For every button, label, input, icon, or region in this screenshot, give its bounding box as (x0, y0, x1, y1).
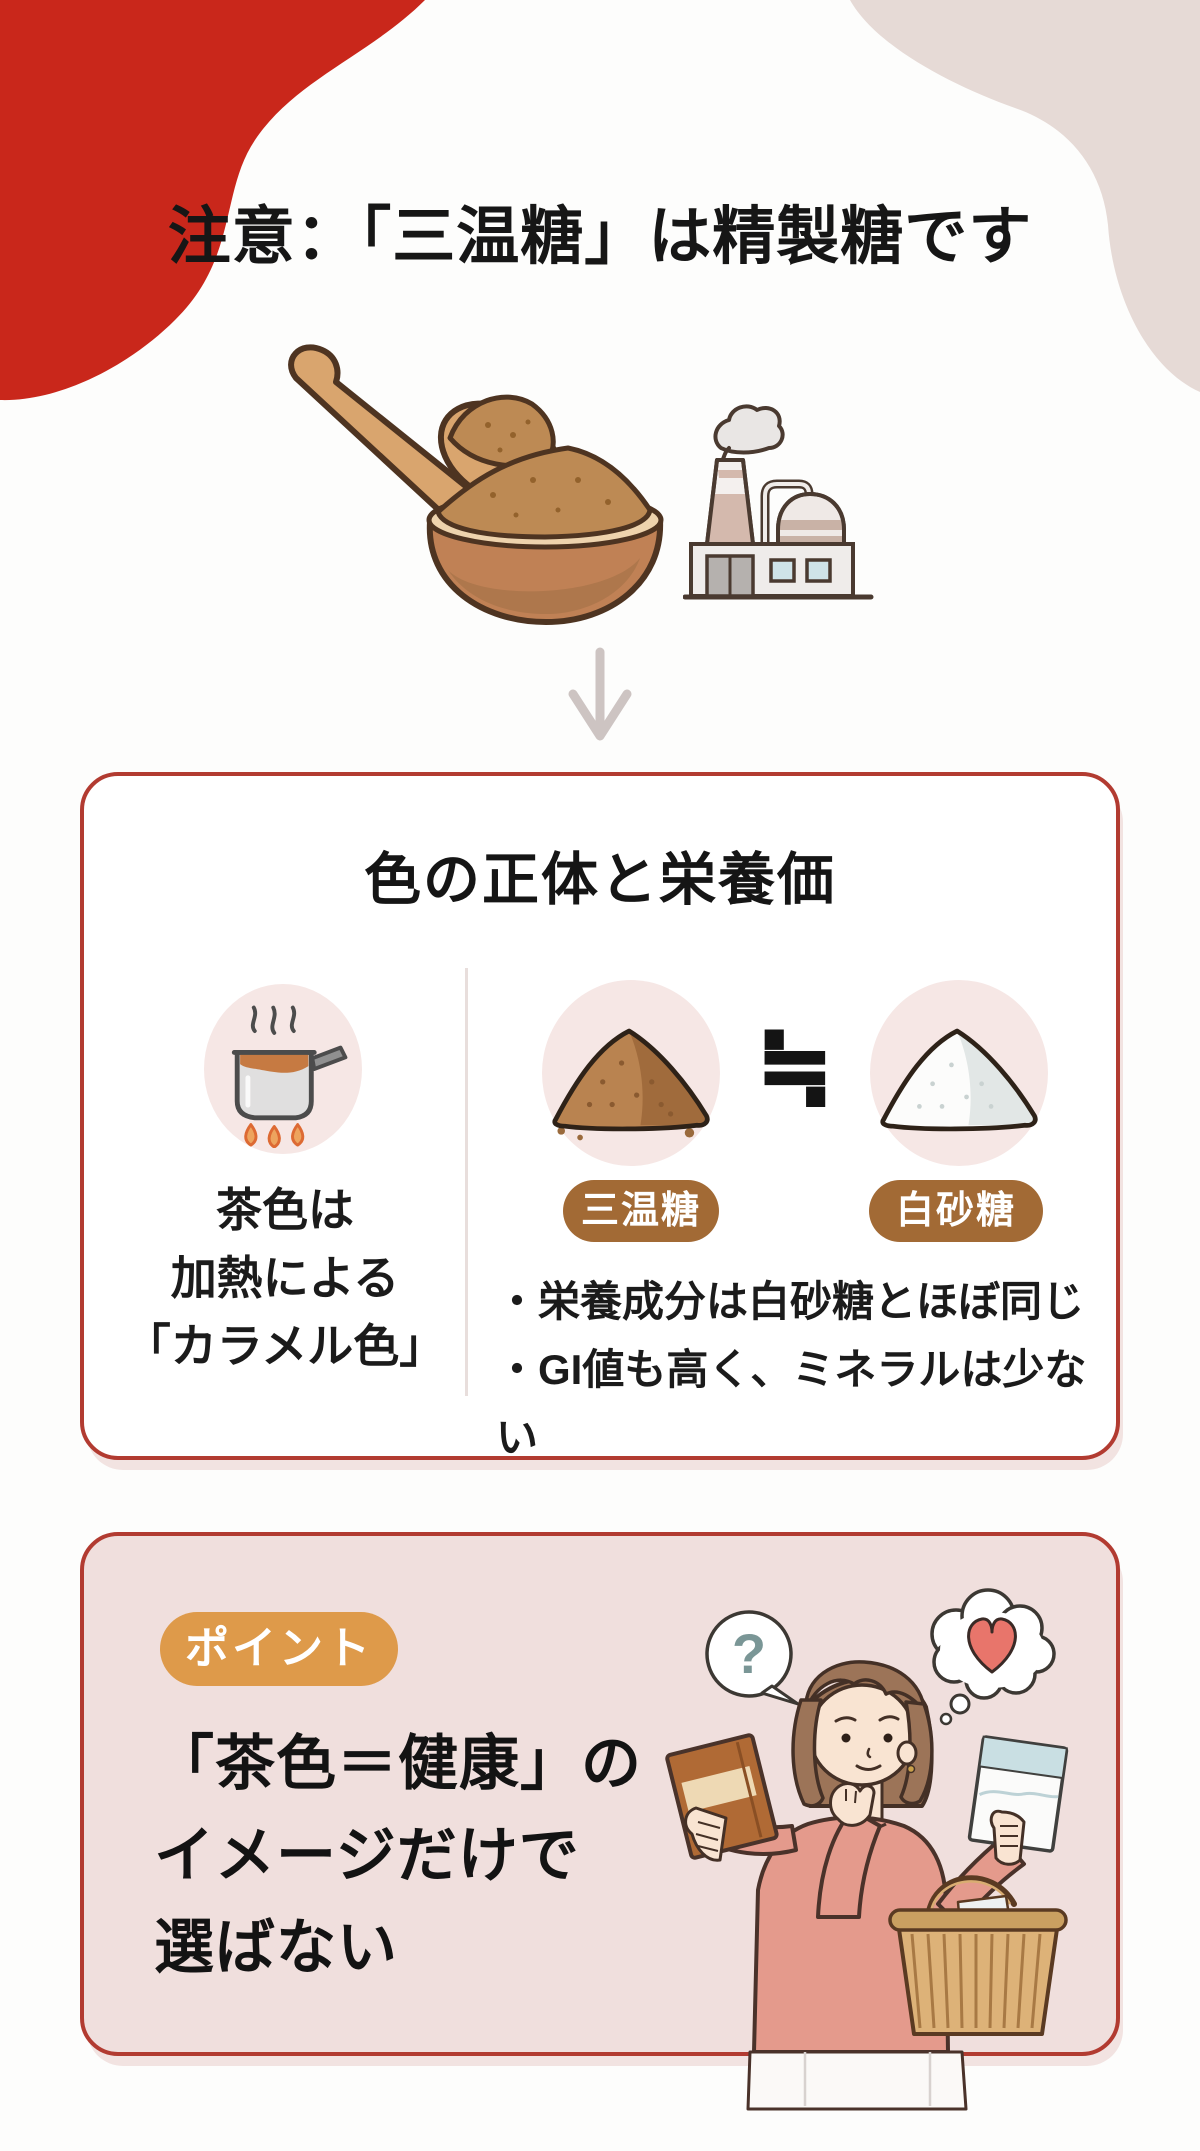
bullet-item: ・栄養成分は白砂糖とほぼ同じ (496, 1278, 1085, 1325)
brown-sugar-circle (542, 980, 720, 1166)
question-mark: ? (732, 1622, 766, 1685)
brown-sugar-pile-icon (552, 1028, 710, 1141)
woman-comparing-sugars-illustration: ? (665, 1588, 1069, 2111)
saucepan-on-flame-icon (231, 1005, 348, 1148)
factory-icon (683, 404, 874, 600)
caption-line: 「カラメル色」 (124, 1320, 446, 1372)
card-color-and-nutrition: 色の正体と栄養価 茶色は 加熱による 「カラメル色」 (80, 772, 1120, 1461)
pink-corner-blob (850, 0, 1200, 392)
page-title: 注意：「三温糖」は精製糖です (167, 202, 1033, 272)
approx-equal-symbol: ≒ (755, 1014, 835, 1119)
caption-line: 加熱による (170, 1252, 400, 1304)
caramel-caption: 茶色は 加熱による 「カラメル色」 (120, 1176, 450, 1380)
point-badge: ポイント (160, 1612, 398, 1686)
bullet-item: ・GI値も高く、ミネラルは少ない (496, 1346, 1087, 1461)
point-line: 「茶色＝健康」の (154, 1730, 642, 1797)
card1-heading: 色の正体と栄養価 (364, 848, 836, 912)
question-bubble-icon: ? (705, 1610, 800, 1706)
red-corner-blob (0, 0, 425, 401)
vertical-divider (465, 968, 468, 1396)
nutrition-bullets: ・栄養成分は白砂糖とほぼ同じ ・GI値も高く、ミネラルは少ない (496, 1268, 1116, 1472)
point-message: 「茶色＝健康」の イメージだけで 選ばない (154, 1718, 642, 1994)
caption-line: 茶色は (216, 1184, 354, 1236)
point-line: イメージだけで (154, 1822, 580, 1889)
saucepan-circle (204, 984, 362, 1154)
white-sugar-circle (870, 980, 1048, 1166)
point-line: 選ばない (154, 1914, 398, 1981)
shopping-basket-icon (888, 1875, 1068, 2036)
white-sugar-badge: 白砂糖 (869, 1180, 1043, 1242)
down-arrow-icon (568, 647, 632, 741)
white-sugar-pile-icon (880, 1028, 1038, 1132)
brown-sugar-badge: 三温糖 (563, 1180, 719, 1242)
heart-bubble-icon (930, 1588, 1056, 1726)
brown-sugar-bowl-icon (288, 344, 664, 625)
